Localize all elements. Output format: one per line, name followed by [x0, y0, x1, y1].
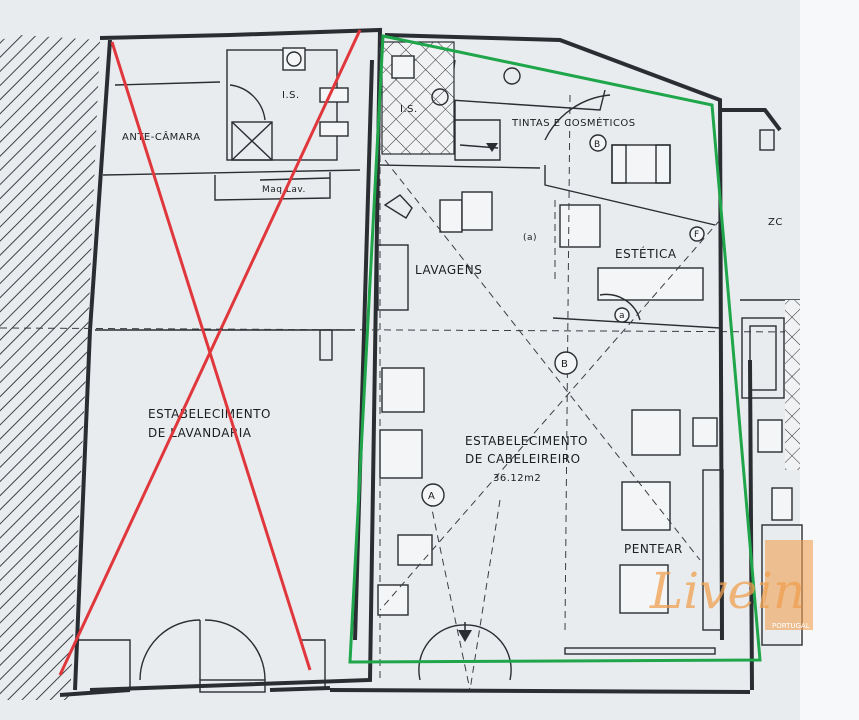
- salon-title-line2: DE CABELEIREIRO: [465, 452, 581, 466]
- right-neighbour: [722, 108, 803, 646]
- cosmetics-label: TINTAS E COSMÉTICOS: [511, 116, 636, 129]
- esthetic-label: ESTÉTICA: [615, 246, 677, 261]
- marker-a: A: [428, 491, 435, 502]
- wc-left-label: I.S.: [282, 90, 300, 101]
- salon-chair-2: [379, 429, 423, 479]
- marker-b: B: [561, 359, 568, 370]
- watermark: Livein PORTUGAL: [649, 540, 813, 630]
- treatment-bed: [597, 267, 704, 301]
- watermark-sub: PORTUGAL: [772, 622, 810, 630]
- salon-chair-5: [619, 564, 669, 614]
- ante-camara-label: ANTE-CÂMARA: [122, 130, 201, 143]
- styling-label: PENTEAR: [624, 542, 683, 556]
- salon-unit: [329, 33, 754, 694]
- cosmetics-table: [611, 144, 671, 184]
- marker-a-lower1: (a): [523, 233, 537, 243]
- wc-right-label: I.S.: [400, 104, 418, 115]
- highlight-outline: [348, 34, 762, 664]
- section-line-horizontal: [0, 327, 801, 333]
- washing-label: LAVAGENS: [415, 263, 482, 277]
- salon-chair-3: [631, 409, 681, 456]
- washing-machine-label: Maq.Lav.: [262, 185, 306, 195]
- marker-a-lower2: a: [619, 311, 625, 321]
- marker-f: F: [694, 230, 700, 240]
- zc-label: ZC: [768, 217, 783, 228]
- salon-chair-1: [381, 367, 425, 413]
- watermark-brand: Livein: [649, 562, 805, 620]
- section-markers: B A B (a) a F: [421, 134, 705, 507]
- esthetic-chair: [559, 204, 601, 248]
- salon-area: 36.12m2: [493, 473, 541, 484]
- hatched-wall-left: [0, 35, 100, 700]
- salon-chair-4: [621, 481, 671, 531]
- salon-labels: I.S. TINTAS E COSMÉTICOS LAVAGENS ESTÉTI…: [400, 104, 783, 556]
- reception-desk: [397, 534, 433, 566]
- cross-out-mark: [58, 29, 362, 676]
- laundry-title-line1: ESTABELECIMENTO: [148, 407, 271, 421]
- marker-b-small: B: [594, 140, 601, 150]
- salon-title-line1: ESTABELECIMENTO: [465, 434, 588, 448]
